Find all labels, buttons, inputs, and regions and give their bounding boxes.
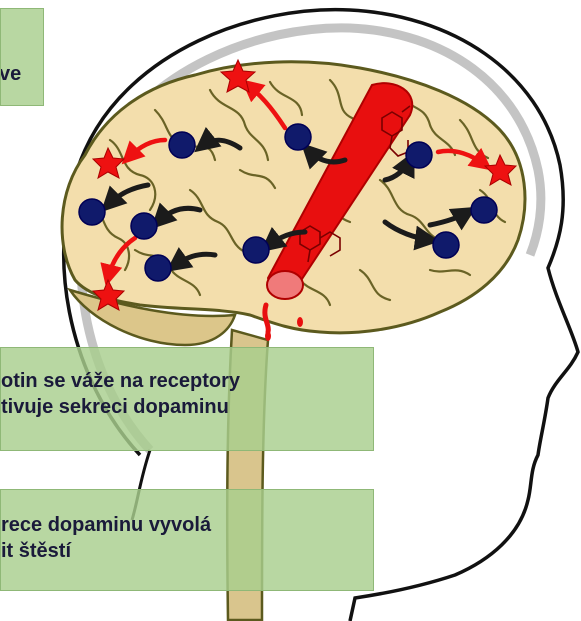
neuron-icon [145,255,171,281]
callout-text: rece dopaminu vyvolá [1,512,373,538]
callout-text: otin se váže na receptory [1,368,373,394]
neuron-icon [406,142,432,168]
callout-text: it štěstí [1,538,373,564]
callout-text: tivuje sekreci dopaminu [1,394,373,420]
neuron-icon [433,232,459,258]
callout-box-top: ve [0,8,44,106]
neuron-icon [131,213,157,239]
callout-text: ve [0,61,41,87]
neuron-icon [243,237,269,263]
neuron-icon [169,132,195,158]
neuron-icon [79,199,105,225]
callout-box-bottom: rece dopaminu vyvolá it štěstí [0,489,374,591]
neuron-icon [285,124,311,150]
callout-box-middle: otin se váže na receptory tivuje sekreci… [0,347,374,451]
neuron-icon [471,197,497,223]
